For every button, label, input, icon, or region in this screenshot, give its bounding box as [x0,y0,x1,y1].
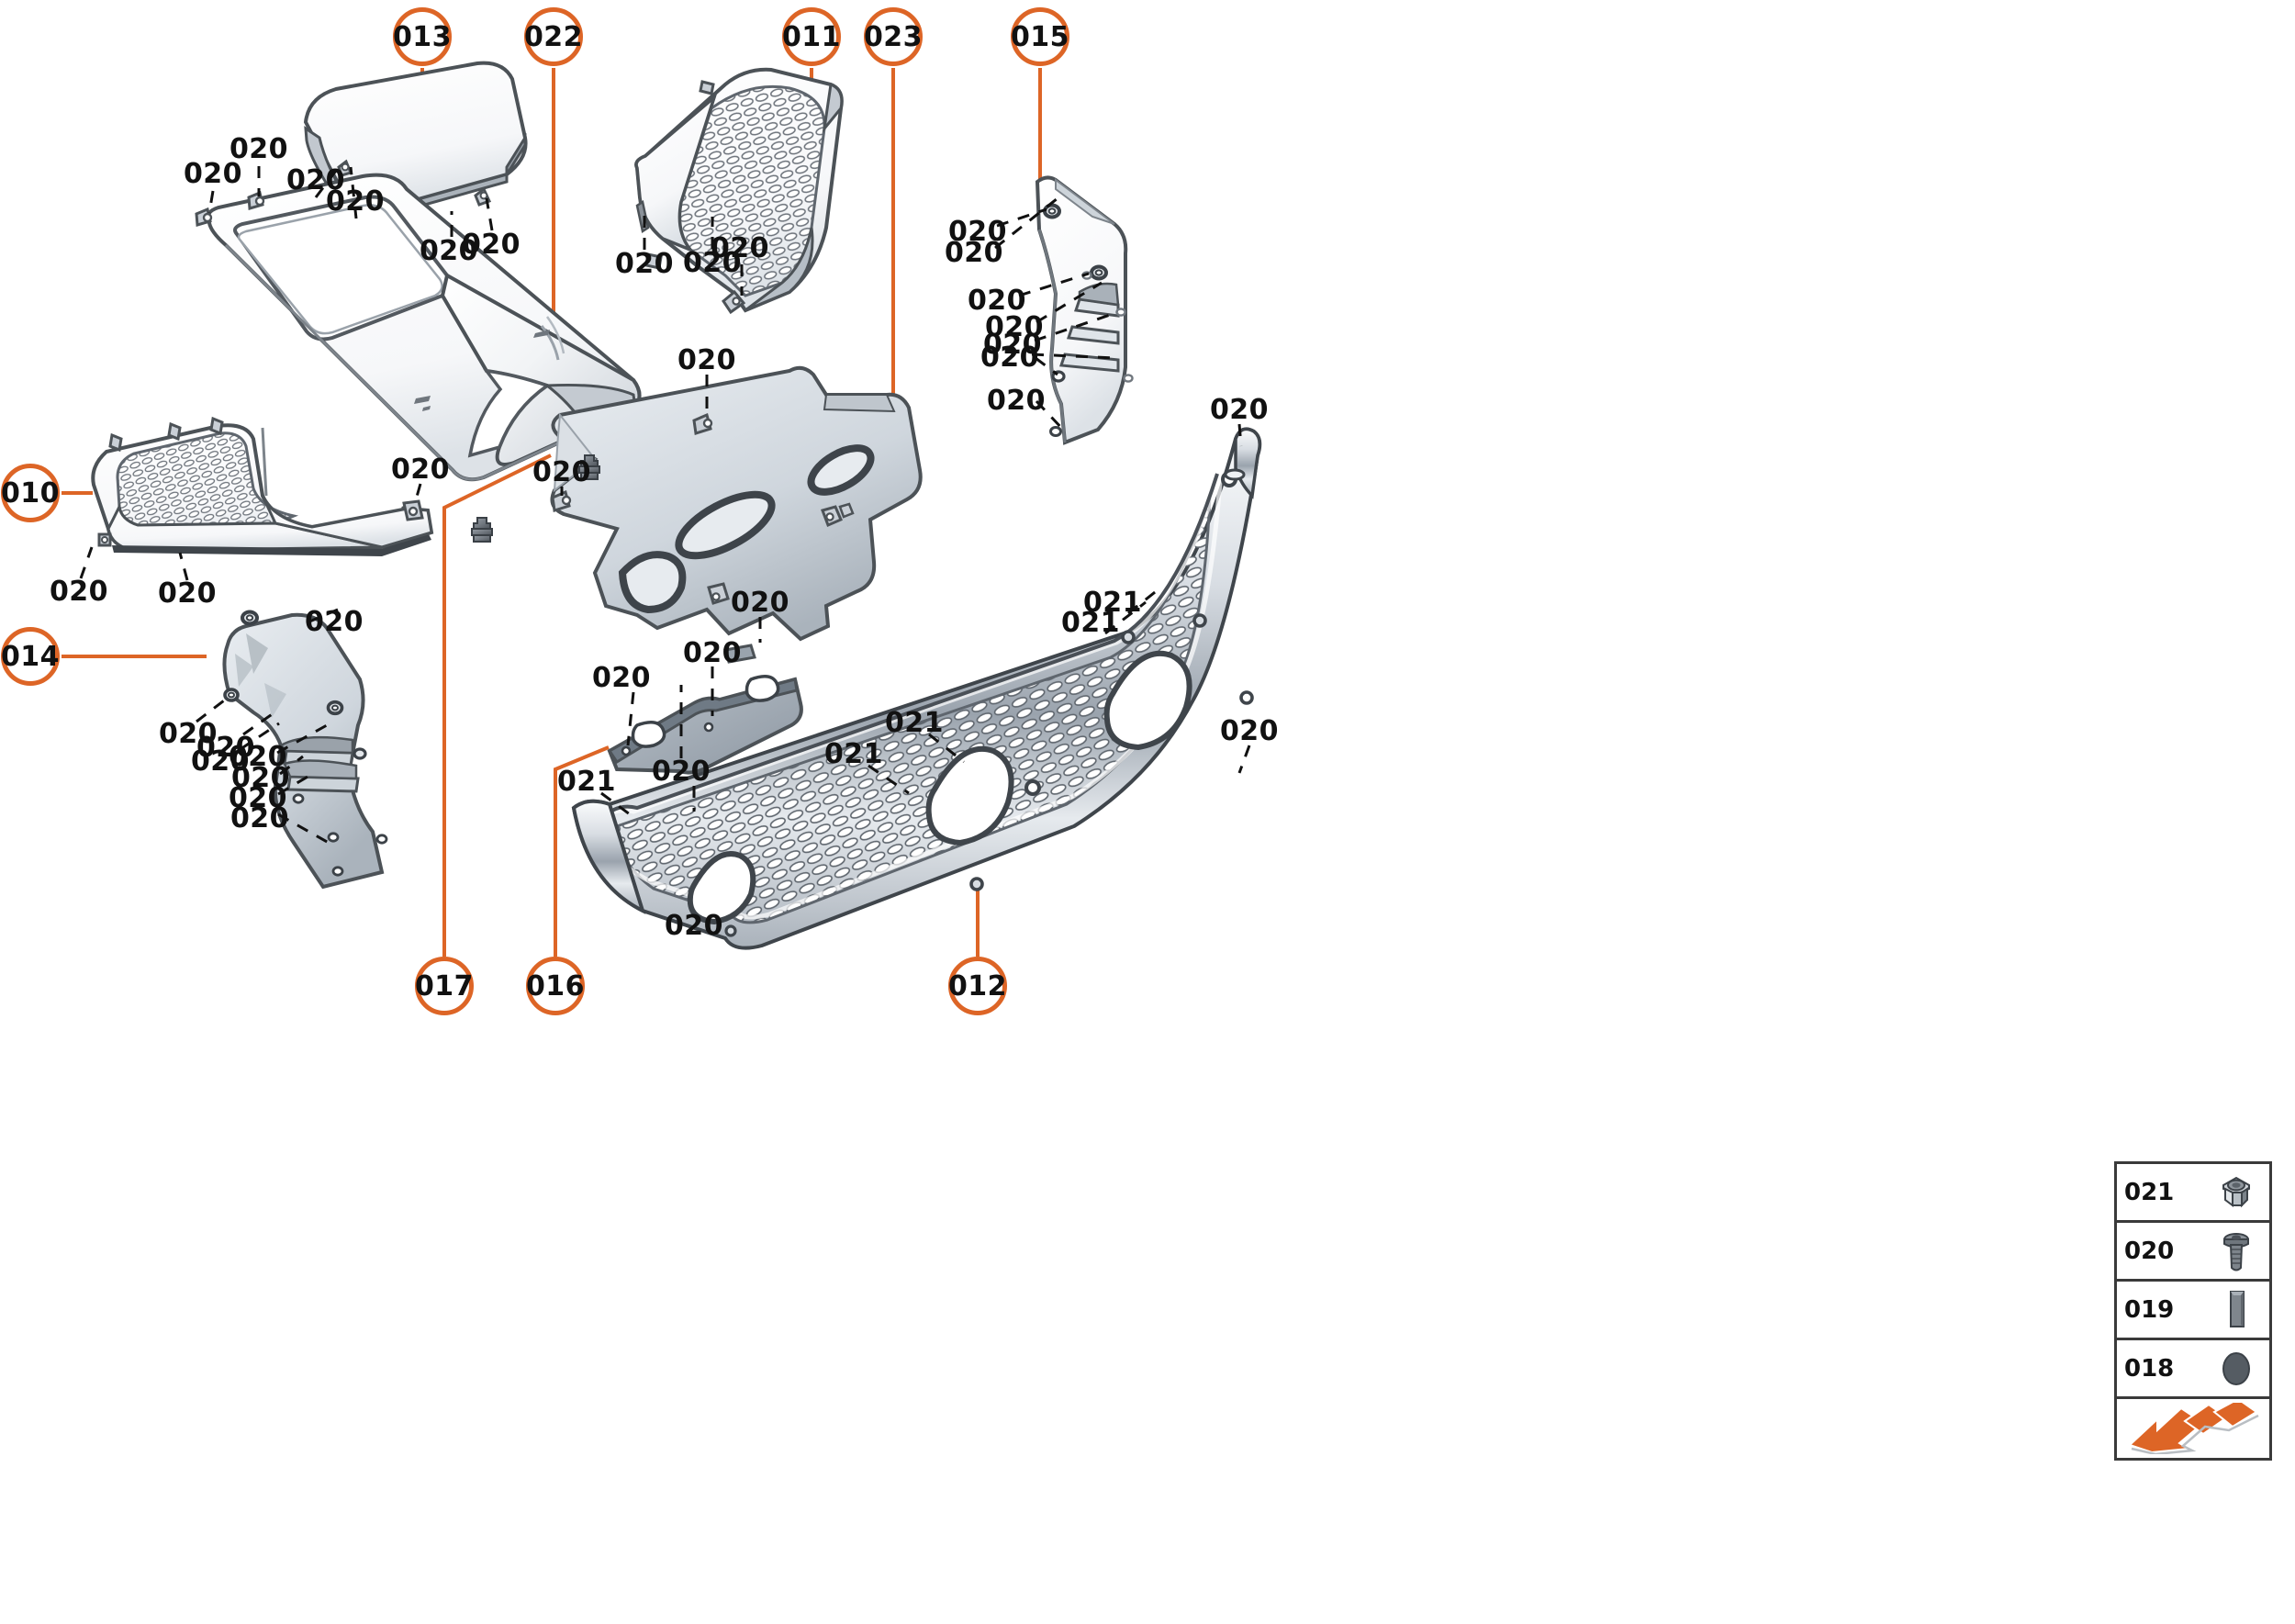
part-label: 021 [823,738,884,770]
part-label: 020 [682,637,743,669]
part-label: 020 [986,385,1047,417]
part-label: 020 [157,577,218,610]
part-label: 020 [664,910,724,942]
part-label: 020 [419,235,479,267]
part-label: 020 [980,342,1040,374]
loose-fastener-020-b [471,517,493,543]
part-label: 020 [591,662,652,694]
flange-bolt-icon [2211,1226,2262,1277]
callout-012[interactable]: 012 [948,957,1007,1015]
part-010-lower-grille-left [91,416,434,556]
part-label: 020 [325,185,386,218]
part-label: 020 [390,454,451,486]
legend-row-arrow [2117,1399,2269,1458]
part-label: 020 [947,216,1008,248]
part-label-leader-lines [79,162,1251,845]
part-012-main-grille [571,427,1262,950]
part-011-mesh-grille [634,67,844,315]
legend-row-018: 018 [2117,1340,2269,1399]
flange-nut-icon [2211,1167,2262,1218]
part-label: 020 [651,756,711,788]
part-label: 020 [228,782,288,814]
part-label: 020 [228,741,288,773]
part-label: 020 [158,718,218,750]
callout-010[interactable]: 010 [1,464,60,522]
part-label: 020 [285,164,346,196]
callout-022[interactable]: 022 [524,7,583,66]
legend-row-019: 019 [2117,1282,2269,1340]
part-label: 020 [190,745,251,778]
spacer-bar-icon [2211,1284,2262,1336]
part-label: 020 [944,237,1004,269]
part-label: 021 [884,707,945,739]
legend-row-020: 020 [2117,1223,2269,1282]
part-label: 020 [183,158,243,190]
legend-number: 018 [2124,1354,2175,1383]
callout-015[interactable]: 015 [1011,7,1069,66]
callout-013[interactable]: 013 [393,7,452,66]
part-015-arch-liner-right [1035,175,1134,445]
part-023-centre-support [550,365,923,642]
part-label: 020 [304,606,364,638]
orange-arrow-icon [2124,1403,2262,1454]
part-label: 021 [1082,587,1143,619]
callout-016[interactable]: 016 [526,957,585,1015]
legend-number: 020 [2124,1237,2175,1265]
part-label: 020 [710,232,770,264]
fastener-legend: 021 020 [2114,1161,2272,1461]
callout-014[interactable]: 014 [1,627,60,686]
part-label: 020 [1219,715,1280,747]
part-014-arch-liner-left [222,610,388,890]
part-label: 020 [614,248,675,280]
part-label: 021 [1060,607,1121,639]
part-label: 020 [984,311,1045,343]
part-label: 020 [682,247,743,279]
part-label: 020 [461,229,521,261]
part-label: 020 [730,587,790,619]
part-label: 020 [982,329,1043,361]
part-label: 020 [230,762,291,794]
part-label: 020 [229,133,289,165]
legend-number: 021 [2124,1178,2175,1206]
part-016-bracket-plate [607,644,803,775]
part-label: 020 [1209,394,1270,426]
part-label: 020 [230,802,290,834]
part-label: 020 [967,285,1027,317]
oval-plug-icon [2211,1343,2262,1394]
part-022-hood-panel [195,173,642,521]
part-label: 020 [532,456,592,488]
part-label: 021 [556,766,617,798]
callout-011[interactable]: 011 [782,7,841,66]
legend-number: 019 [2124,1295,2175,1324]
part-label: 020 [49,576,109,608]
part-label: 020 [196,732,256,764]
callout-017[interactable]: 017 [415,957,474,1015]
legend-row-021: 021 [2117,1164,2269,1223]
loose-fastener-020-a [578,454,600,480]
part-label: 020 [677,344,737,376]
callout-023[interactable]: 023 [864,7,923,66]
